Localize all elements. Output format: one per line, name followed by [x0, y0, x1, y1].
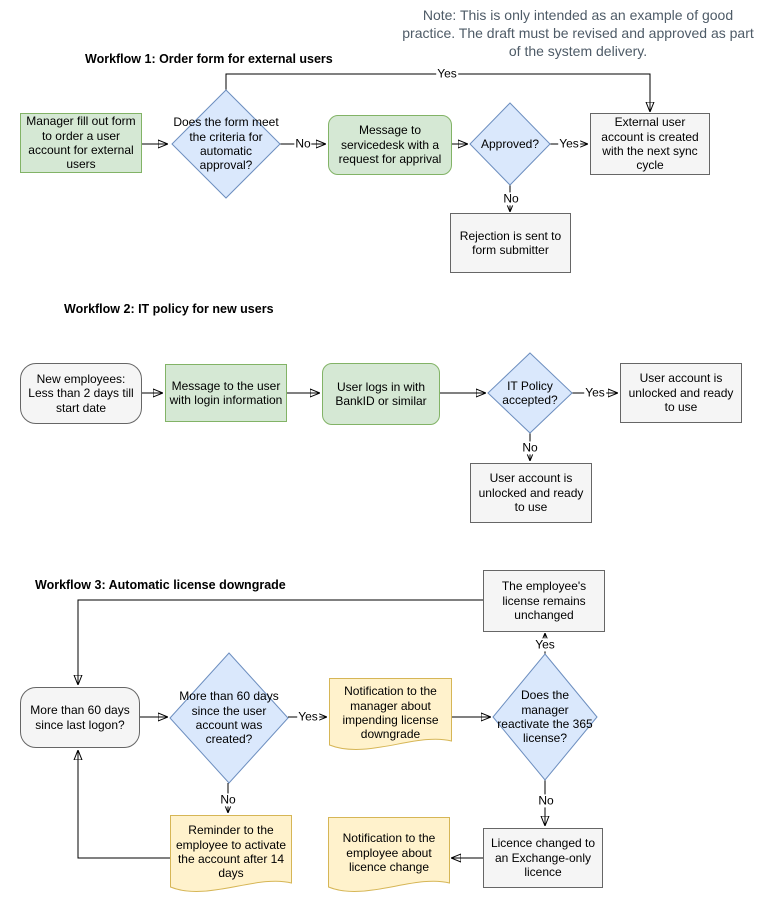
w3-edge-label-no-reactivate: No	[537, 793, 555, 808]
w1-servicedesk-node: Message to servicedesk with a request fo…	[328, 115, 452, 175]
w3-edge-label-yes-reactivate: Yes	[534, 637, 556, 652]
w3-age-decision: More than 60 days since the user account…	[169, 652, 289, 784]
w1-edge-label-no2: No	[502, 191, 520, 206]
w3-start-label: More than 60 days since last logon?	[30, 703, 130, 732]
document-shape	[328, 817, 450, 892]
w1-approved-decision: Approved?	[469, 102, 551, 186]
w2-login-message-label: Message to the user with login informati…	[169, 378, 283, 407]
w2-bankid-label: User logs in with BankID or similar	[335, 379, 427, 408]
w1-rejection-node: Rejection is sent to form submitter	[450, 213, 571, 273]
w2-policy-decision: IT Policy accepted?	[487, 352, 573, 434]
w3-edge-label-no-age: No	[219, 792, 237, 807]
w3-doc-employee-notification: Notification to the employee about licen…	[328, 817, 450, 899]
w1-account-created-node: External user account is created with th…	[590, 113, 710, 175]
arrow-w3-reminder-loop	[78, 750, 170, 859]
w3-licence-changed-node: Licence changed to an Exchange-only lice…	[483, 828, 603, 888]
w2-unlocked-no-label: User account is unlocked and ready to us…	[478, 471, 584, 515]
w1-approved-decision-label: Approved?	[480, 136, 540, 151]
w3-reactivate-decision-label: Does the manager reactivate the 365 lice…	[497, 688, 593, 746]
w1-criteria-decision-label: Does the form meet the criteria for auto…	[173, 115, 279, 173]
w2-login-message-node: Message to the user with login informati…	[165, 364, 287, 422]
w2-unlocked-yes-node: User account is unlocked and ready to us…	[620, 363, 742, 423]
w3-edge-label-yes-age: Yes	[297, 709, 319, 724]
w1-criteria-decision: Does the form meet the criteria for auto…	[171, 89, 281, 199]
w3-doc-manager-notification: Notification to the manager about impend…	[329, 678, 452, 758]
w2-unlocked-yes-label: User account is unlocked and ready to us…	[628, 371, 734, 415]
diamond-shape	[169, 652, 289, 784]
w1-edge-label-yes-top: Yes	[436, 66, 458, 81]
diamond-shape	[171, 89, 281, 199]
workflow1-title: Workflow 1: Order form for external user…	[85, 52, 333, 66]
w3-licence-changed-label: Licence changed to an Exchange-only lice…	[490, 836, 596, 880]
document-shape	[170, 815, 292, 892]
w3-doc-reminder: Reminder to the employee to activate the…	[170, 815, 292, 899]
w1-edge-label-yes: Yes	[558, 136, 580, 151]
diamond-shape	[469, 102, 551, 186]
w2-policy-decision-label: IT Policy accepted?	[502, 378, 558, 407]
workflow3-title: Workflow 3: Automatic license downgrade	[35, 578, 286, 592]
w3-start-node: More than 60 days since last logon?	[20, 687, 140, 748]
w3-license-unchanged-label: The employee's license remains unchanged	[501, 579, 587, 623]
w1-start-node: Manager fill out form to order a user ac…	[20, 113, 142, 173]
document-shape	[329, 678, 452, 750]
w1-edge-label-no: No	[294, 136, 312, 151]
w2-start-node: New employees: Less than 2 days till sta…	[20, 363, 142, 424]
w2-edge-label-yes: Yes	[584, 385, 606, 400]
w3-license-unchanged-node: The employee's license remains unchanged	[483, 570, 605, 632]
w1-servicedesk-label: Message to servicedesk with a request fo…	[338, 123, 442, 167]
diagram-note: Note: This is only intended as an exampl…	[402, 7, 754, 60]
w3-doc-employee-label: Notification to the employee about licen…	[342, 831, 436, 875]
w3-reactivate-decision: Does the manager reactivate the 365 lice…	[492, 653, 598, 781]
w3-age-decision-label: More than 60 days since the user account…	[179, 689, 279, 747]
w2-edge-label-no: No	[521, 440, 539, 455]
diamond-shape	[492, 653, 598, 781]
w2-start-label: New employees: Less than 2 days till sta…	[28, 371, 134, 415]
w3-doc-reminder-label: Reminder to the employee to activate the…	[175, 823, 287, 881]
diamond-shape	[487, 352, 573, 434]
workflow2-title: Workflow 2: IT policy for new users	[64, 302, 274, 316]
w3-doc-manager-label: Notification to the manager about impend…	[342, 684, 439, 742]
w1-start-label: Manager fill out form to order a user ac…	[26, 114, 136, 172]
arrow-w3-unchanged-loop	[78, 599, 483, 685]
w2-bankid-node: User logs in with BankID or similar	[322, 363, 440, 425]
w2-unlocked-no-node: User account is unlocked and ready to us…	[470, 463, 592, 523]
w1-account-created-label: External user account is created with th…	[601, 115, 699, 173]
w1-rejection-label: Rejection is sent to form submitter	[459, 228, 562, 257]
